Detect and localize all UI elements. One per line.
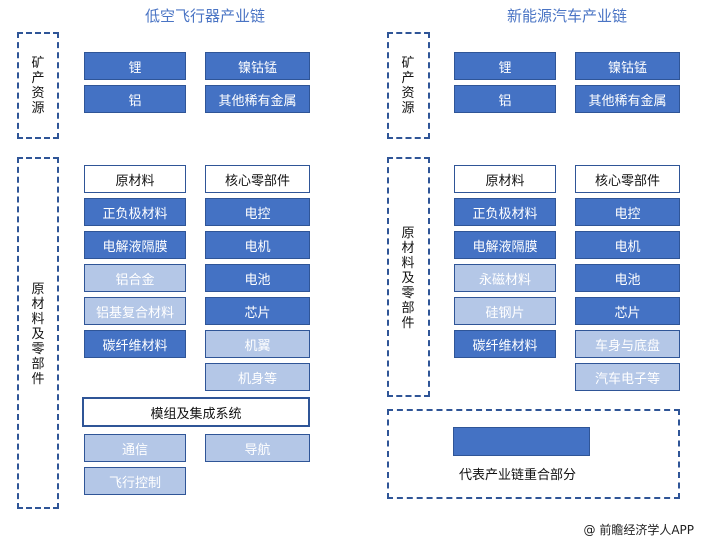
right-mineral-group — [387, 32, 430, 139]
core-box: 芯片 — [575, 297, 680, 325]
legend — [387, 409, 680, 499]
raw-box: 硅钢片 — [454, 297, 556, 325]
mineral-box: 其他稀有金属 — [205, 85, 310, 113]
system-box: 通信 — [84, 434, 186, 462]
mineral-box: 镍钴锰 — [205, 52, 310, 80]
right-mineral-label: 矿产资源 — [401, 56, 415, 116]
raw-header: 原材料 — [84, 165, 186, 193]
system-box: 导航 — [205, 434, 310, 462]
raw-box: 正负极材料 — [454, 198, 556, 226]
left-parts-label: 原材料及零部件 — [31, 282, 45, 387]
core-box: 电机 — [205, 231, 310, 259]
core-box: 电控 — [205, 198, 310, 226]
left-mineral-label: 矿产资源 — [31, 56, 45, 116]
raw-box: 铝合金 — [84, 264, 186, 292]
legend-label: 代表产业链重合部分 — [459, 468, 577, 483]
core-box: 电池 — [205, 264, 310, 292]
core-box: 电机 — [575, 231, 680, 259]
footer-credit: @ 前瞻经济学人APP — [583, 523, 695, 537]
core-box: 汽车电子等 — [575, 363, 680, 391]
raw-header: 原材料 — [454, 165, 556, 193]
core-header: 核心零部件 — [575, 165, 680, 193]
raw-box: 碳纤维材料 — [84, 330, 186, 358]
module-box: 模组及集成系统 — [82, 397, 310, 427]
mineral-box: 镍钴锰 — [575, 52, 680, 80]
mineral-box: 其他稀有金属 — [575, 85, 680, 113]
raw-box: 电解液隔膜 — [84, 231, 186, 259]
core-box: 电池 — [575, 264, 680, 292]
right-title: 新能源汽车产业链 — [506, 7, 627, 25]
raw-box: 电解液隔膜 — [454, 231, 556, 259]
mineral-box: 锂 — [84, 52, 186, 80]
core-box: 车身与底盘 — [575, 330, 680, 358]
core-box: 机翼 — [205, 330, 310, 358]
raw-box: 铝基复合材料 — [84, 297, 186, 325]
raw-box: 永磁材料 — [454, 264, 556, 292]
core-box: 机身等 — [205, 363, 310, 391]
left-parts-group — [17, 157, 59, 509]
left-title: 低空飞行器产业链 — [144, 7, 265, 25]
raw-box: 碳纤维材料 — [454, 330, 556, 358]
core-header: 核心零部件 — [205, 165, 310, 193]
mineral-box: 锂 — [454, 52, 556, 80]
mineral-box: 铝 — [454, 85, 556, 113]
mineral-box: 铝 — [84, 85, 186, 113]
left-mineral-group — [17, 32, 59, 139]
right-parts-label: 原材料及零部件 — [401, 226, 415, 331]
raw-box: 正负极材料 — [84, 198, 186, 226]
core-box: 电控 — [575, 198, 680, 226]
system-box: 飞行控制 — [84, 467, 186, 495]
legend-swatch — [453, 427, 590, 456]
core-box: 芯片 — [205, 297, 310, 325]
right-parts-group — [387, 157, 430, 397]
